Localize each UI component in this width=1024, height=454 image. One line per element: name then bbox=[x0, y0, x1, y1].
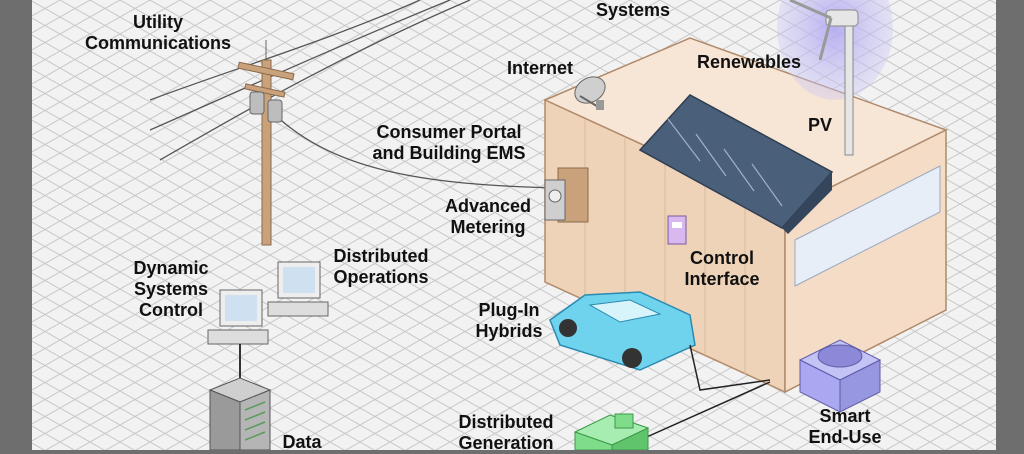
utility-pole-icon bbox=[237, 40, 295, 246]
generator-icon bbox=[573, 413, 650, 450]
server-rack-icon bbox=[208, 377, 272, 450]
solar-panel-icon bbox=[638, 94, 834, 234]
label-distributed-operations: Distributed Operations bbox=[318, 246, 444, 288]
label-line: Distributed bbox=[458, 412, 554, 432]
label-line: Consumer Portal bbox=[376, 122, 522, 142]
label-consumer-portal: Consumer Portal and Building EMS bbox=[356, 122, 542, 164]
label-advanced-metering: Advanced Metering bbox=[434, 196, 542, 238]
label-utility-communications: Utility Communications bbox=[68, 12, 248, 54]
overhead-wires bbox=[149, 0, 561, 189]
label-internet: Internet bbox=[506, 58, 573, 78]
label-line: Generation bbox=[458, 433, 554, 453]
label-smart-end-use: Smart End-Use bbox=[800, 406, 890, 448]
label-renewables: Renewables bbox=[696, 52, 802, 72]
meter-icon bbox=[544, 167, 589, 223]
label-line: Communications bbox=[84, 33, 231, 53]
label-dynamic-systems-control: Dynamic Systems Control bbox=[118, 258, 224, 321]
satellite-dish-icon bbox=[574, 76, 606, 110]
control-box-icon bbox=[667, 215, 687, 245]
label-line: Operations bbox=[333, 267, 429, 287]
computer-monitor-icon bbox=[207, 261, 329, 380]
building-window bbox=[794, 165, 941, 287]
label-line: Utility bbox=[132, 12, 183, 32]
label-line: Smart bbox=[819, 406, 871, 426]
wind-turbine-icon bbox=[777, 0, 893, 156]
label-data: Data bbox=[282, 432, 322, 452]
label-line: Hybrids bbox=[475, 321, 543, 341]
label-line: Advanced bbox=[444, 196, 532, 216]
hvac-fan-icon bbox=[798, 339, 882, 413]
car-icon bbox=[549, 291, 696, 371]
label-line: Metering bbox=[450, 217, 526, 237]
label-line: Control bbox=[690, 248, 754, 268]
label-line: Control bbox=[139, 300, 203, 320]
label-distributed-generation: Distributed Generation bbox=[444, 412, 568, 454]
charging-cables bbox=[639, 344, 771, 441]
label-pv: PV bbox=[807, 115, 832, 135]
label-line: Dynamic bbox=[133, 258, 209, 278]
label-line: End-Use bbox=[808, 427, 882, 447]
label-control-interface: Control Interface bbox=[670, 248, 774, 290]
label-line: Plug-In bbox=[478, 300, 540, 320]
label-plug-in-hybrids: Plug-In Hybrids bbox=[464, 300, 554, 342]
label-line: Interface bbox=[684, 269, 760, 289]
label-line: Distributed bbox=[333, 246, 429, 266]
label-line: Systems bbox=[133, 279, 209, 299]
label-systems: Systems bbox=[595, 0, 671, 20]
label-line: and Building EMS bbox=[372, 143, 526, 163]
